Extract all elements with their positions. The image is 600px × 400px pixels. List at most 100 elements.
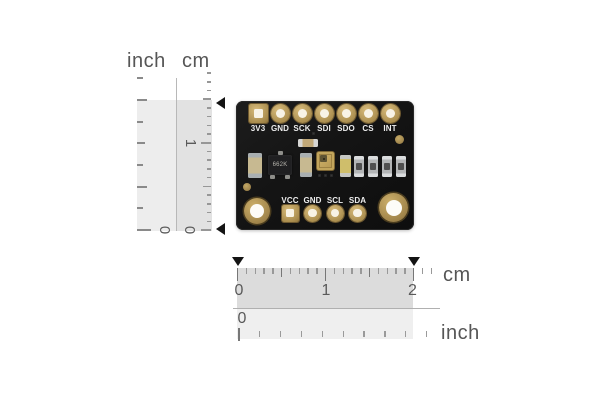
pin-label: 3V3 xyxy=(250,124,266,133)
pin-label: SDO xyxy=(337,124,355,133)
cm-tick xyxy=(360,268,362,274)
cm-tick xyxy=(207,211,211,214)
pin-pad-square xyxy=(281,204,299,222)
cm-tick-label: 2 xyxy=(408,282,417,299)
inch-tick xyxy=(279,331,282,337)
cm-tick xyxy=(421,268,424,274)
pin-label: SDA xyxy=(348,196,367,205)
resistor xyxy=(367,155,378,177)
cm-tick-label: 0 xyxy=(234,282,244,299)
mounting-hole-right xyxy=(379,193,408,222)
pin-pad-round xyxy=(358,103,378,123)
resistor-marking xyxy=(370,162,376,170)
sensor-vent-hole xyxy=(322,157,325,160)
capacitor-3 xyxy=(298,139,318,147)
ic-pin xyxy=(277,151,283,155)
pad-hole xyxy=(341,108,351,118)
vertical-ruler-inch-0-label: 0 xyxy=(156,225,174,235)
ic-pin xyxy=(285,175,290,179)
pad-hole xyxy=(275,108,285,118)
inch-tick xyxy=(258,331,261,337)
cm-tick xyxy=(430,268,432,274)
cm-tick xyxy=(325,268,327,281)
cm-tick xyxy=(263,268,265,274)
pin-label: VCC xyxy=(281,196,299,205)
horizontal-ruler-cm-label: cm xyxy=(443,264,471,286)
resistor-marking xyxy=(356,162,362,170)
width-marker-right-icon xyxy=(407,257,420,266)
resistor-marking xyxy=(398,162,404,170)
inch-tick xyxy=(238,328,240,341)
inch-tick xyxy=(426,331,428,337)
pin-pad-round xyxy=(336,103,356,123)
cm-tick xyxy=(245,268,248,274)
inch-tick xyxy=(405,331,407,337)
pad-hole xyxy=(330,208,340,218)
vertical-ruler-cm-band xyxy=(176,100,212,231)
cm-tick xyxy=(333,268,336,274)
inch-tick xyxy=(137,185,147,188)
inch-tick xyxy=(300,331,302,337)
width-marker-left-icon xyxy=(231,257,244,266)
cm-tick xyxy=(207,89,211,92)
inch-tick xyxy=(342,331,344,337)
test-point-dot-left xyxy=(243,183,251,191)
cm-tick xyxy=(207,150,211,153)
pad-hole xyxy=(363,108,373,118)
cm-tick xyxy=(203,185,211,188)
pin-label: GND xyxy=(270,124,290,133)
cm-tick xyxy=(207,115,211,118)
pad-hole xyxy=(385,108,395,118)
pin-label: INT xyxy=(383,124,397,133)
horizontal-ruler-inch-0-label: 0 xyxy=(237,310,247,327)
resistor xyxy=(353,155,364,177)
cm-tick xyxy=(207,107,211,109)
inch-tick xyxy=(137,77,143,80)
pin-label: SCK xyxy=(293,124,311,133)
vertical-ruler-divider xyxy=(175,78,177,231)
cm-tick-label: 1 xyxy=(321,282,331,299)
cm-tick xyxy=(207,72,211,74)
resistor xyxy=(381,155,392,177)
cm-tick xyxy=(369,268,371,277)
resistor-marking xyxy=(384,162,390,170)
cm-tick xyxy=(207,220,211,223)
pin-pad-square xyxy=(248,103,268,123)
vertical-ruler-cm-1-label: 1 xyxy=(182,138,200,148)
pad-hole xyxy=(319,108,329,118)
cm-tick xyxy=(342,268,344,274)
pad-hole xyxy=(253,108,263,118)
cm-tick xyxy=(404,268,406,274)
vertical-ruler-inch-label: inch xyxy=(127,50,166,72)
capacitor-1 xyxy=(248,153,262,178)
cm-tick xyxy=(281,268,283,277)
cm-tick xyxy=(207,159,211,161)
capacitor-4 xyxy=(340,155,351,177)
inch-tick xyxy=(137,229,151,231)
cm-tick xyxy=(272,268,274,274)
pad-hole xyxy=(353,208,362,218)
cm-tick xyxy=(395,268,397,274)
cm-tick xyxy=(307,268,309,274)
via-dot xyxy=(330,173,333,177)
sensor-chip xyxy=(316,151,334,170)
capacitor-2 xyxy=(300,153,312,177)
vertical-ruler-cm-label: cm xyxy=(182,50,210,72)
cm-tick xyxy=(386,268,388,274)
pad-hole xyxy=(285,208,295,218)
cm-tick xyxy=(207,176,211,179)
pin-pad-round xyxy=(326,204,344,222)
pad-hole xyxy=(297,108,307,118)
inch-tick xyxy=(137,163,143,166)
test-point-dot-right xyxy=(394,134,404,144)
pin-label: SDI xyxy=(317,124,331,133)
cm-tick xyxy=(207,124,211,127)
cm-tick xyxy=(207,194,211,196)
cm-tick xyxy=(289,268,292,274)
cm-tick xyxy=(201,142,211,144)
cm-tick xyxy=(207,133,211,135)
inch-tick xyxy=(137,142,145,145)
pin-pad-round xyxy=(270,103,290,123)
